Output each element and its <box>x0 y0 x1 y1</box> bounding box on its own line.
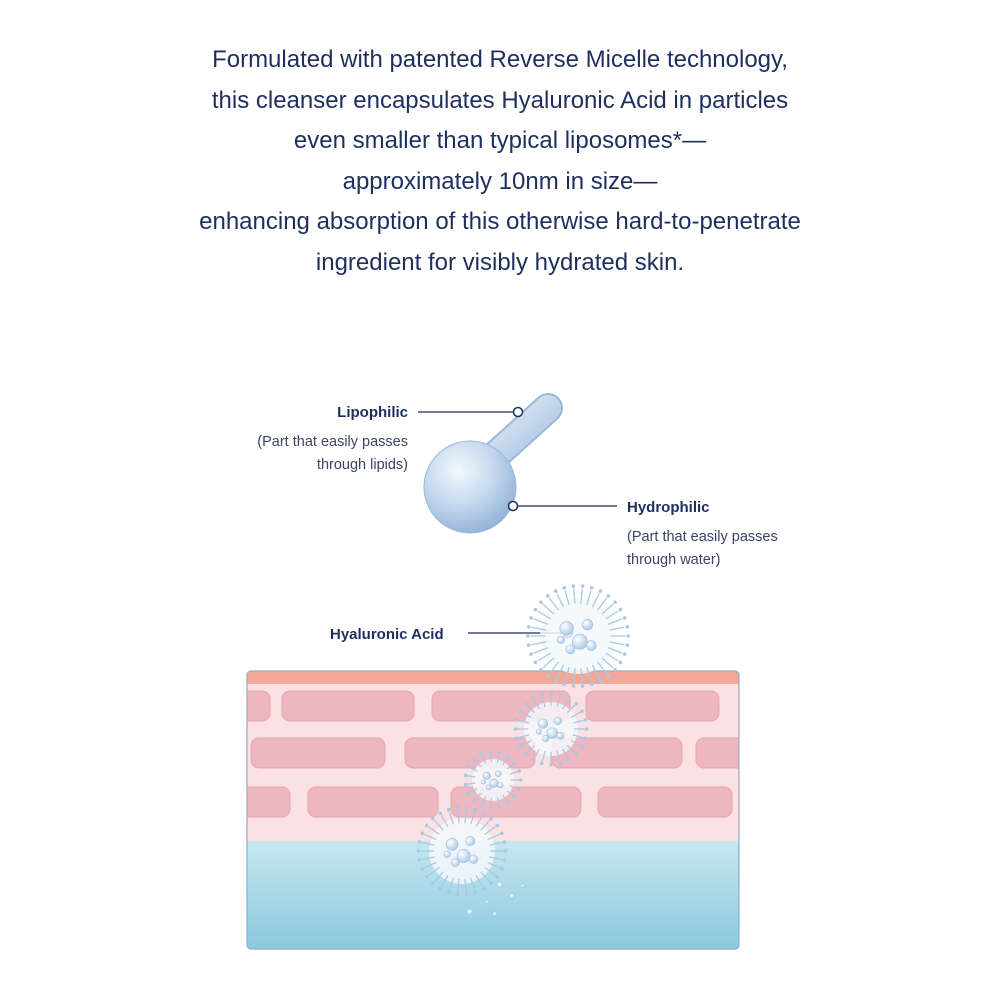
lipophilic-label: Lipophilic <box>337 404 408 421</box>
intro-line: Formulated with patented Reverse Micelle… <box>212 46 788 73</box>
hydrophilic-note-line: (Part that easily passes <box>627 529 778 545</box>
droplet <box>484 899 490 905</box>
intro-line: this cleanser encapsulates Hyaluronic Ac… <box>211 86 789 114</box>
skin-cell <box>250 737 386 769</box>
droplet <box>496 881 504 889</box>
skin-cell <box>695 737 739 769</box>
skin-cell <box>247 786 291 818</box>
droplet <box>520 883 526 889</box>
hydrophilic-note-line: through water) <box>627 552 721 568</box>
micelle-particle <box>513 691 589 767</box>
lipophilic-pointer <box>418 406 524 418</box>
intro-line: ingredient for visibly hydrated skin. <box>315 248 685 276</box>
intro-line: even smaller than typical liposomes*— <box>293 127 707 155</box>
micelle-particle <box>463 750 523 810</box>
hydrophilic-label: Hydrophilic <box>627 499 710 516</box>
skin-cell <box>247 690 271 722</box>
intro-line: approximately 10nm in size— <box>342 167 658 195</box>
droplet <box>509 893 515 899</box>
lipophilic-note-line: through lipids) <box>316 457 408 473</box>
lipophilic-note: (Part that easily passes through lipids) <box>200 431 408 477</box>
reverse-micelle-molecule <box>423 393 563 534</box>
hydrophilic-note: (Part that easily passes through water) <box>627 526 778 572</box>
micelle-particle <box>526 584 630 688</box>
hydrophilic-pointer <box>507 500 617 512</box>
intro-text: Formulated with patented Reverse Micelle… <box>0 40 1000 284</box>
intro-line: enhancing absorption of this otherwise h… <box>199 208 801 236</box>
skin-cells <box>247 690 739 818</box>
skin-cell <box>585 690 720 722</box>
skin-frame <box>246 670 740 950</box>
skin-cell <box>597 786 733 818</box>
hyaluronic-acid-particles <box>416 584 630 917</box>
hydrophilic-head <box>423 440 517 534</box>
skin-cross-section <box>247 671 739 949</box>
skin-cell <box>307 786 439 818</box>
hyaluronic-acid-label: Hyaluronic Acid <box>330 626 444 643</box>
lipophilic-note-line: (Part that easily passes <box>257 434 408 450</box>
droplet <box>466 908 474 916</box>
skin-cell <box>281 690 415 722</box>
micelle-particle <box>416 805 508 897</box>
skin-surface <box>247 671 739 684</box>
droplet <box>492 911 498 917</box>
